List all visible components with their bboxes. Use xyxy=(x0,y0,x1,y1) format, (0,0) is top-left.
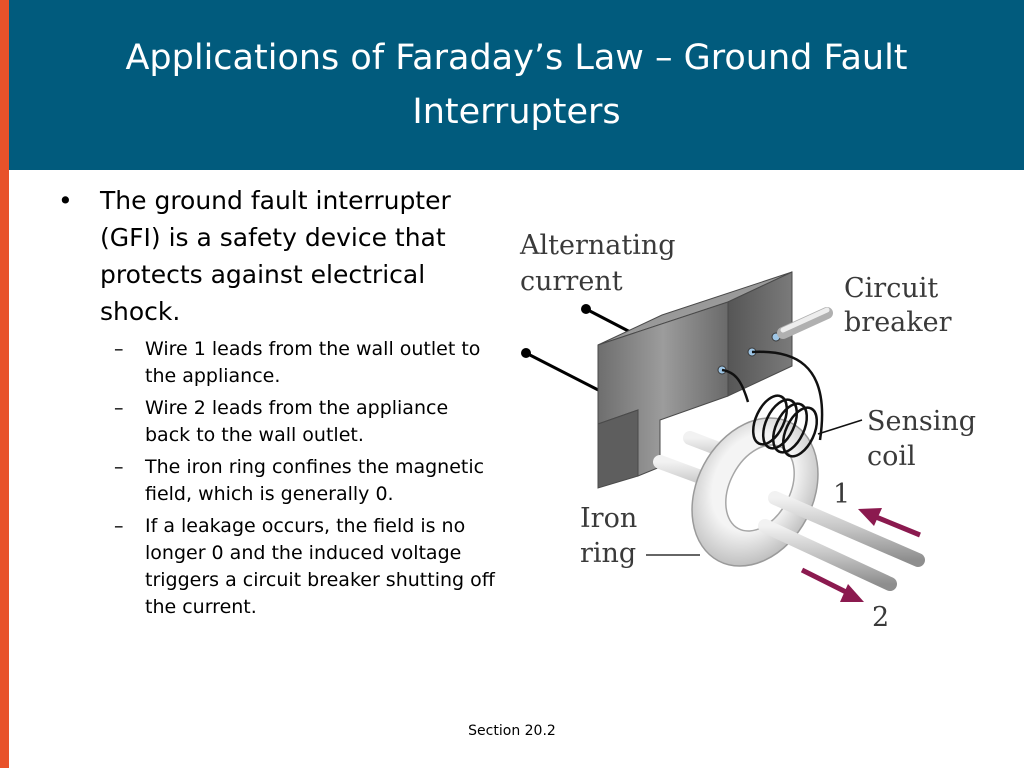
wire-rods-front xyxy=(758,491,925,591)
sub-bullet-item: – Wire 1 leads from the wall outlet to t… xyxy=(58,336,498,390)
bullet-marker: • xyxy=(58,186,73,215)
label-alternating-current-line1: Alternating xyxy=(519,230,676,261)
sub-bullet-item: – The iron ring confines the magnetic fi… xyxy=(58,454,498,508)
sub-bullet-item: – Wire 2 leads from the appliance back t… xyxy=(58,395,498,449)
sub-bullet-marker: – xyxy=(114,397,124,419)
gfi-diagram: Alternating current Circuit breaker Sens… xyxy=(508,222,988,642)
sub-bullet-item: – If a leakage occurs, the field is no l… xyxy=(58,513,498,621)
label-wire-1: 1 xyxy=(833,479,850,510)
slide-content: • The ground fault interrupter (GFI) is … xyxy=(58,182,498,626)
sub-bullet-marker: – xyxy=(114,515,124,537)
sub-bullet-text: Wire 2 leads from the appliance back to … xyxy=(145,397,449,446)
sub-bullet-text: Wire 1 leads from the wall outlet to the… xyxy=(145,338,481,387)
sensing-coil xyxy=(721,350,863,458)
sub-bullet-list: – Wire 1 leads from the wall outlet to t… xyxy=(58,336,498,621)
label-iron-ring-line2: ring xyxy=(580,538,636,569)
label-circuit-breaker-line1: Circuit xyxy=(844,273,938,304)
breaker-button-icon xyxy=(777,307,833,339)
sub-bullet-text: If a leakage occurs, the field is no lon… xyxy=(145,515,495,618)
sub-bullet-marker: – xyxy=(114,456,124,478)
sub-bullet-marker: – xyxy=(114,338,124,360)
sub-bullet-text: The iron ring confines the magnetic fiel… xyxy=(145,456,485,505)
bullet-text: The ground fault interrupter (GFI) is a … xyxy=(100,186,451,326)
gfi-diagram-svg: Alternating current Circuit breaker Sens… xyxy=(519,230,976,633)
slide-footer: Section 20.2 xyxy=(468,723,556,739)
current-arrow-2 xyxy=(800,567,864,602)
accent-bar xyxy=(0,0,9,768)
bullet-item: • The ground fault interrupter (GFI) is … xyxy=(58,182,498,330)
label-circuit-breaker-line2: breaker xyxy=(844,307,952,338)
current-arrow-1 xyxy=(858,508,921,538)
label-alternating-current-line2: current xyxy=(520,266,623,297)
slide-title: Applications of Faraday’s Law – Ground F… xyxy=(125,38,908,132)
label-sensing-coil-line2: coil xyxy=(867,441,916,472)
breaker-housing xyxy=(597,271,793,489)
label-sensing-coil-line1: Sensing xyxy=(867,406,976,437)
label-iron-ring-line1: Iron xyxy=(580,503,637,534)
slide-header: Applications of Faraday’s Law – Ground F… xyxy=(9,0,1024,170)
label-wire-2: 2 xyxy=(872,602,889,633)
